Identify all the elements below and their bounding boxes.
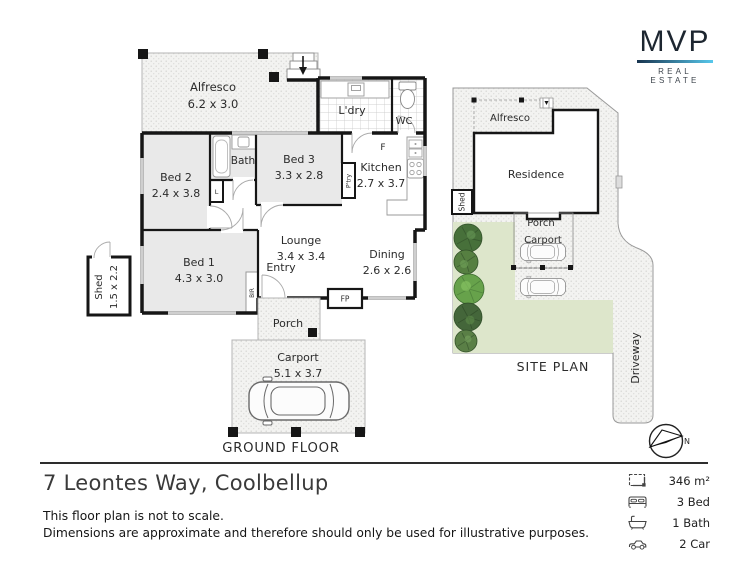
post: [291, 427, 301, 437]
bath-label: Bath: [231, 155, 255, 167]
post: [258, 49, 268, 59]
disclaimer-line1: This floor plan is not to scale.: [43, 509, 224, 523]
lawn: [453, 222, 613, 353]
site-carport-label: Carport: [524, 235, 562, 246]
brand-name: MVP: [639, 25, 711, 58]
post: [228, 427, 238, 437]
compass-icon: N: [648, 423, 690, 459]
shed-label: Shed: [94, 274, 105, 299]
kitchen-label: Kitchen: [360, 161, 401, 174]
lounge-dims: 3.4 x 3.4: [277, 250, 326, 263]
bed2-label: Bed 2: [160, 171, 192, 184]
post: [355, 427, 365, 437]
car-icon: [626, 535, 654, 552]
post: [471, 97, 477, 103]
alfresco-dims: 6.2 x 3.0: [188, 97, 239, 111]
site-plan: Alfresco Residence Shed Porch Carport Dr…: [451, 87, 690, 459]
post: [519, 97, 524, 103]
bathtub-icon: [212, 135, 231, 178]
footer-divider: [40, 462, 708, 464]
stat-bath: 1 Bath: [626, 512, 710, 533]
site-porch-label: Porch: [527, 218, 555, 229]
bath-icon: [626, 514, 654, 531]
property-address: 7 Leontes Way, Coolbellup: [43, 471, 329, 495]
stat-bath-value: 1 Bath: [672, 515, 710, 530]
site-shed-label: Shed: [458, 192, 467, 211]
brand-logo: MVP REAL ESTATE: [636, 27, 714, 85]
area-icon: [626, 472, 654, 489]
compass-n-label: N: [684, 437, 690, 446]
disclaimer-line2: Dimensions are approximate and therefore…: [43, 526, 590, 541]
site-carport: [511, 212, 574, 270]
disclaimer-text: This floor plan is not to scale. Dimensi…: [43, 508, 589, 543]
bed-icon: [626, 493, 654, 510]
car-icon: [248, 376, 350, 426]
post: [138, 49, 148, 59]
shed-dims: 1.5 x 2.2: [109, 265, 120, 309]
alfresco-label: Alfresco: [190, 80, 236, 94]
bed1-dims: 4.3 x 3.0: [175, 272, 224, 285]
laundry-bench: [320, 80, 390, 99]
boundary-marker: [615, 175, 623, 189]
brand-accent-bar: [637, 60, 713, 63]
stat-car-value: 2 Car: [679, 536, 710, 551]
bed3-label: Bed 3: [283, 153, 315, 166]
stat-bed-value: 3 Bed: [676, 494, 710, 509]
porch-label: Porch: [273, 317, 303, 330]
entry-label: Entry: [266, 261, 296, 274]
toilet-icon: [398, 81, 417, 109]
dining-dims: 2.6 x 2.6: [363, 264, 412, 277]
steps-icon: [286, 52, 321, 81]
property-stats: 346 m² 3 Bed 1 B: [626, 470, 710, 554]
ground-floor-title: GROUND FLOOR: [222, 441, 340, 456]
site-shed: [451, 189, 473, 215]
stat-car: 2 Car: [626, 533, 710, 554]
kitchen-dims: 2.7 x 3.7: [357, 177, 406, 190]
bed3-dims: 3.3 x 2.8: [275, 169, 324, 182]
post: [511, 265, 516, 270]
carport-dims: 5.1 x 3.7: [274, 367, 323, 380]
kitchen-bench: [386, 136, 426, 216]
ldry-label: L'dry: [338, 104, 366, 117]
room-shed: [86, 241, 132, 317]
dining-label: Dining: [369, 248, 405, 261]
stat-area-value: 346 m²: [668, 473, 710, 488]
stove-icon: [407, 158, 424, 179]
stat-area: 346 m²: [626, 470, 710, 491]
room-bed1: [142, 230, 258, 313]
site-car-icon: [520, 275, 566, 299]
wc-label: WC: [396, 116, 413, 127]
floor-plan: FP Alfresco 6.2 x: [86, 49, 427, 456]
site-steps-icon: [539, 97, 554, 109]
windows: [140, 76, 427, 315]
pantry-label: P'try: [346, 174, 353, 189]
post: [540, 265, 545, 270]
linen-label: L: [215, 188, 219, 196]
stat-bed: 3 Bed: [626, 491, 710, 512]
bed2-dims: 2.4 x 3.8: [152, 187, 201, 200]
site-driveway-label: Driveway: [629, 332, 642, 384]
brand-tagline: REAL ESTATE: [650, 67, 700, 85]
bed1-label: Bed 1: [183, 256, 215, 269]
post: [269, 72, 279, 82]
robe-label: BIR: [250, 288, 256, 298]
fridge-label: F: [380, 143, 385, 153]
room-bed2: [142, 133, 210, 230]
fireplace-label: FP: [341, 295, 350, 304]
pantry-cupboard: [341, 162, 356, 199]
room-carport: [228, 339, 366, 437]
plan-canvas: FP Alfresco 6.2 x: [86, 49, 690, 459]
lounge-label: Lounge: [281, 234, 322, 247]
site-plan-title: SITE PLAN: [517, 359, 590, 374]
room-alfresco: [138, 49, 319, 134]
vanity-icon: [231, 134, 257, 150]
post: [568, 265, 573, 270]
carport-label: Carport: [277, 351, 319, 364]
trees: [453, 223, 485, 353]
post: [308, 328, 317, 337]
room-bed3: [256, 133, 342, 205]
fireplace: FP: [326, 287, 364, 310]
site-alfresco-label: Alfresco: [490, 113, 530, 124]
site-residence-label: Residence: [508, 168, 564, 181]
